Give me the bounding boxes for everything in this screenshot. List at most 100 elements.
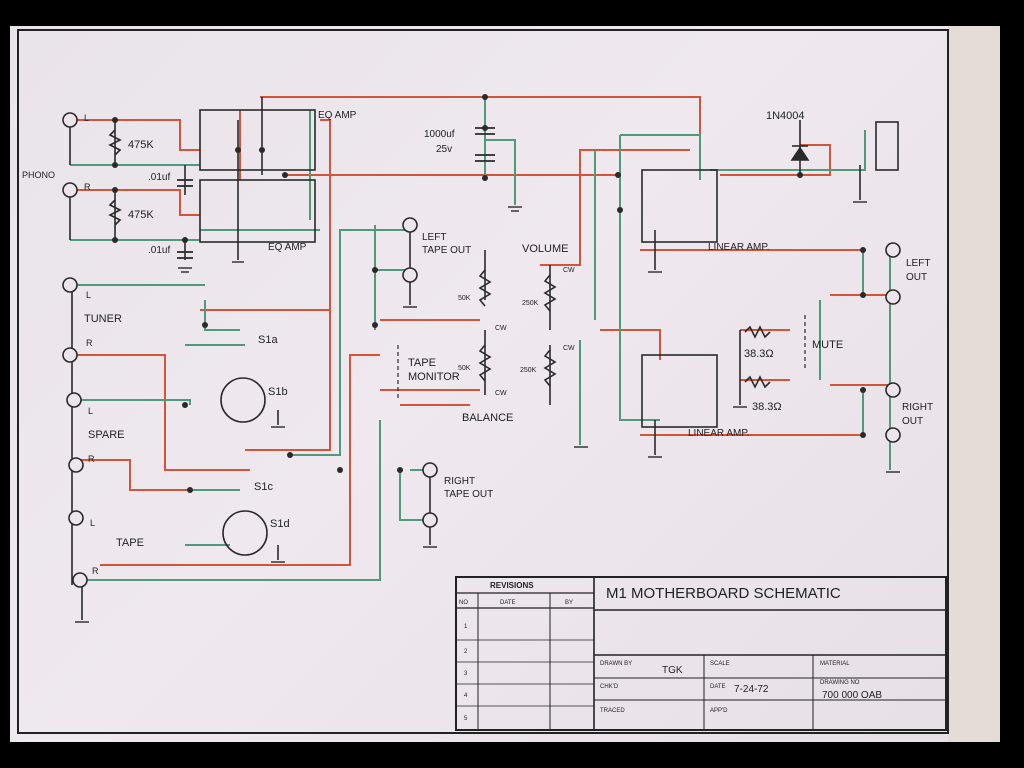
rev-row-2: 2 <box>464 649 468 655</box>
label-tuner: TUNER <box>84 313 122 325</box>
wires-red <box>70 96 890 566</box>
jack-label-l2: L <box>86 290 91 300</box>
label-475k-top: 475K <box>128 139 154 151</box>
linear-amp-bottom-box <box>641 354 718 428</box>
pot-balance-right <box>543 349 557 387</box>
material-label: MATERIAL <box>820 661 850 667</box>
drawing-border <box>17 29 949 734</box>
drawn-by-value: TGK <box>662 665 683 676</box>
eq-amp-bottom-box <box>199 179 316 243</box>
rca-jacks <box>62 112 901 588</box>
eq-amp-top-box <box>199 109 316 171</box>
label-mute: MUTE <box>812 339 843 351</box>
label-spare: SPARE <box>88 429 124 441</box>
label-s1b: S1b <box>268 386 288 398</box>
appd-label: APP'D <box>710 708 728 714</box>
pot-volume-right <box>543 274 557 312</box>
checked-label: CHK'D <box>600 684 619 690</box>
label-383-bottom: 38.3Ω <box>752 401 782 413</box>
resistor-383-bottom <box>744 375 771 389</box>
sheet-right-edge <box>948 26 1000 742</box>
label-eq-amp-top: EQ AMP <box>318 110 357 121</box>
power-connector <box>875 121 899 171</box>
scale-label: SCALE <box>710 661 730 667</box>
revisions-header: REVISIONS <box>490 581 534 590</box>
jack-label-l4: L <box>90 518 95 528</box>
label-phono: PHONO <box>22 170 55 180</box>
label-diode: 1N4004 <box>766 110 805 122</box>
label-s1d: S1d <box>270 518 290 530</box>
label-475k-bottom: 475K <box>128 209 154 221</box>
label-pot-250k-b: 250K <box>520 367 537 374</box>
rev-row-5: 5 <box>464 716 468 722</box>
label-left-out: LEFT <box>906 258 930 269</box>
resistor-383-top <box>744 325 771 339</box>
rev-col-by: BY <box>565 600 573 606</box>
label-right-out-2: OUT <box>902 416 923 427</box>
rev-col-date: DATE <box>500 600 516 606</box>
label-cap-01-top: .01uf <box>148 172 170 183</box>
label-s1a: S1a <box>258 334 278 346</box>
rev-row-1: 1 <box>464 624 468 630</box>
capacitors <box>177 127 495 259</box>
label-eq-amp-bottom: EQ AMP <box>268 242 307 253</box>
label-tape: TAPE <box>116 537 144 549</box>
rev-col-no: NO <box>459 600 468 606</box>
dashed-links <box>397 315 806 400</box>
switch-s1b <box>220 377 266 423</box>
jack-label-r4: R <box>92 566 99 576</box>
labels: PHONO L R 475K 475K .01uf .01uf EQ AMP E… <box>22 110 933 576</box>
rev-row-4: 4 <box>464 693 468 699</box>
label-383-top: 38.3Ω <box>744 348 774 360</box>
ground-symbols <box>75 201 900 623</box>
label-cap-01-bottom: .01uf <box>148 245 170 256</box>
ic-boxes <box>199 109 899 556</box>
title-block-frame <box>455 576 947 731</box>
pot-balance-left <box>478 344 492 382</box>
resistor-475k-bottom <box>108 199 122 226</box>
drawn-by-label: DRAWN BY <box>600 661 632 667</box>
label-cap-25v: 25v <box>436 144 452 155</box>
drawing-no-label: DRAWING NO <box>820 680 860 686</box>
date-label: DATE <box>710 684 726 690</box>
wires-green <box>70 97 891 581</box>
drawing-title: M1 MOTHERBOARD SCHEMATIC <box>606 585 841 602</box>
traced-label: TRACED <box>600 708 625 714</box>
jack-label-l1: L <box>84 113 89 123</box>
label-right-tape-out: RIGHT <box>444 476 475 487</box>
label-linear-amp-top: LINEAR AMP. <box>708 242 770 253</box>
label-pot-50k-b: 50K <box>458 365 471 372</box>
jack-label-r1: R <box>84 182 91 192</box>
diode-1n4004 <box>790 145 810 161</box>
label-cw-3: CW <box>563 267 575 274</box>
pot-volume-left <box>478 269 492 307</box>
label-s1c: S1c <box>254 481 273 493</box>
label-left-tape-out: LEFT <box>422 232 446 243</box>
label-cap-1000: 1000uf <box>424 129 455 140</box>
date-value: 7-24-72 <box>734 684 769 695</box>
label-cw-4: CW <box>563 345 575 352</box>
label-pot-250k-a: 250K <box>522 300 539 307</box>
label-right-tape-out-2: TAPE OUT <box>444 489 493 500</box>
drawing-no-value: 700 000 OAB <box>822 690 882 701</box>
label-linear-amp-bottom: LINEAR AMP. <box>688 428 750 439</box>
resistor-475k-top <box>108 129 122 156</box>
jack-label-r3: R <box>88 454 95 464</box>
label-cw-1: CW <box>495 325 507 332</box>
junction-dots <box>112 94 866 493</box>
label-tape-monitor-2: MONITOR <box>408 371 460 383</box>
switch-s1d <box>222 510 268 556</box>
label-volume: VOLUME <box>522 243 568 255</box>
rev-row-3: 3 <box>464 671 468 677</box>
label-left-tape-out-2: TAPE OUT <box>422 245 471 256</box>
resistors <box>108 129 771 389</box>
label-balance: BALANCE <box>462 412 513 424</box>
label-left-out-2: OUT <box>906 272 927 283</box>
jack-label-l3: L <box>88 406 93 416</box>
label-cw-2: CW <box>495 390 507 397</box>
jack-label-r2: R <box>86 338 93 348</box>
title-block: REVISIONS NO DATE BY 1 2 3 4 5 M1 MOTHER… <box>455 576 947 731</box>
label-pot-50k-a: 50K <box>458 295 471 302</box>
linear-amp-top-box <box>641 169 718 243</box>
